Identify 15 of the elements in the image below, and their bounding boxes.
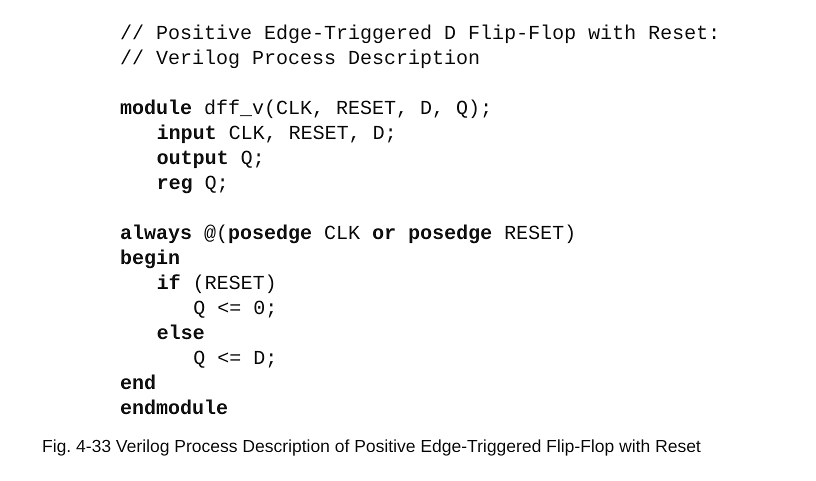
code-comment: // Positive Edge-Triggered D Flip-Flop with Reset: xyxy=(120,24,720,46)
code-line: reg Q; xyxy=(156,174,229,196)
code-line: input CLK, RESET, D; xyxy=(156,124,397,146)
code-comment: // Verilog Process Description xyxy=(120,49,480,71)
code-line: endmodule xyxy=(120,399,228,421)
code-line: else xyxy=(156,324,205,346)
code-line: Q <= 0; xyxy=(193,299,278,321)
code-line: begin xyxy=(120,249,180,271)
figure-caption: Fig. 4-33 Verilog Process Description of Positive Edge-Triggered Flip-Flop with Reset xyxy=(42,436,701,457)
code-line: end xyxy=(120,374,156,396)
code-line: module dff_v(CLK, RESET, D, Q); xyxy=(120,99,492,121)
code-line: output Q; xyxy=(156,149,265,171)
code-line: always @(posedge CLK or posedge RESET) xyxy=(120,224,576,246)
code-line: Q <= D; xyxy=(193,349,278,371)
code-line: if (RESET) xyxy=(156,274,277,296)
